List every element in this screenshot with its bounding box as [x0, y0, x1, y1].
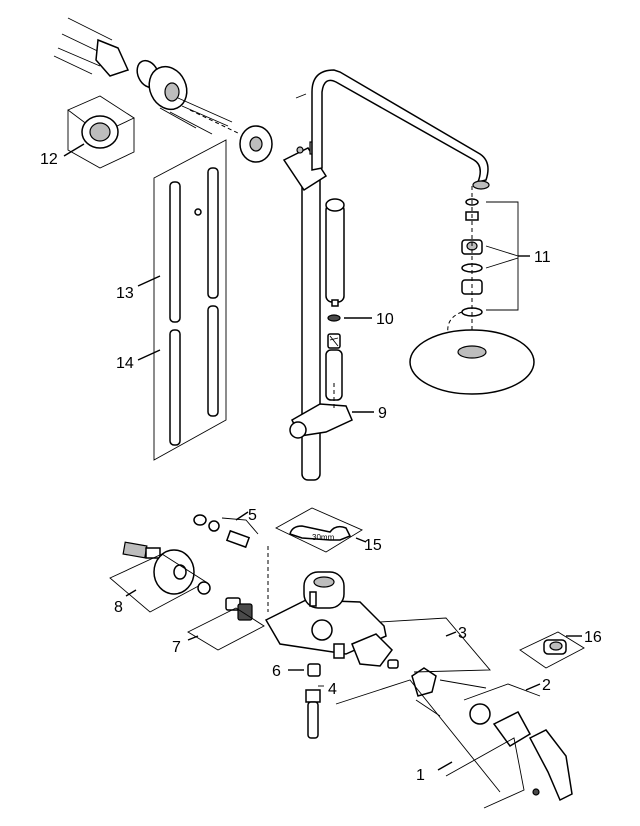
part-7-nut — [187, 581, 265, 651]
mixer-body — [264, 546, 387, 659]
rail-panel — [137, 139, 227, 461]
hand-shower — [325, 198, 372, 401]
head-shower-parts — [409, 186, 535, 395]
callout-15: 15 — [364, 537, 382, 554]
callout-10: 10 — [376, 311, 394, 328]
callout-3: 3 — [458, 625, 467, 642]
callout-8: 8 — [114, 599, 123, 616]
part-3-cartridge — [351, 617, 491, 717]
rail-escutcheon — [239, 125, 273, 163]
part-8-connector — [109, 541, 207, 613]
callout-16: 16 — [584, 629, 602, 646]
overhead-shower-arm — [295, 69, 490, 190]
wall-bracket-assembly — [53, 17, 241, 135]
callout-6: 6 — [272, 663, 281, 680]
callout-12: 12 — [40, 151, 58, 168]
callout-11: 11 — [534, 249, 551, 266]
part-1-lever — [335, 679, 573, 809]
callout-5: 5 — [248, 507, 257, 524]
part-6-4-diverter — [288, 663, 324, 739]
callout-7: 7 — [172, 639, 181, 656]
slider-holder — [289, 380, 374, 439]
part-16-inset — [519, 631, 585, 669]
callout-13: 13 — [116, 285, 134, 302]
callout-1: 1 — [416, 767, 425, 784]
callout-14: 14 — [116, 355, 134, 372]
callout-9: 9 — [378, 405, 387, 422]
part-12-inset — [63, 95, 135, 169]
callout-4: 4 — [328, 681, 337, 698]
wrench-size-label: 30mm — [312, 533, 335, 542]
callout-2: 2 — [542, 677, 551, 694]
part-2-handle-base — [463, 683, 541, 747]
shower-riser — [282, 141, 328, 481]
wrench-tool: 30mm — [275, 507, 367, 553]
part-5-cartridge — [193, 511, 259, 549]
